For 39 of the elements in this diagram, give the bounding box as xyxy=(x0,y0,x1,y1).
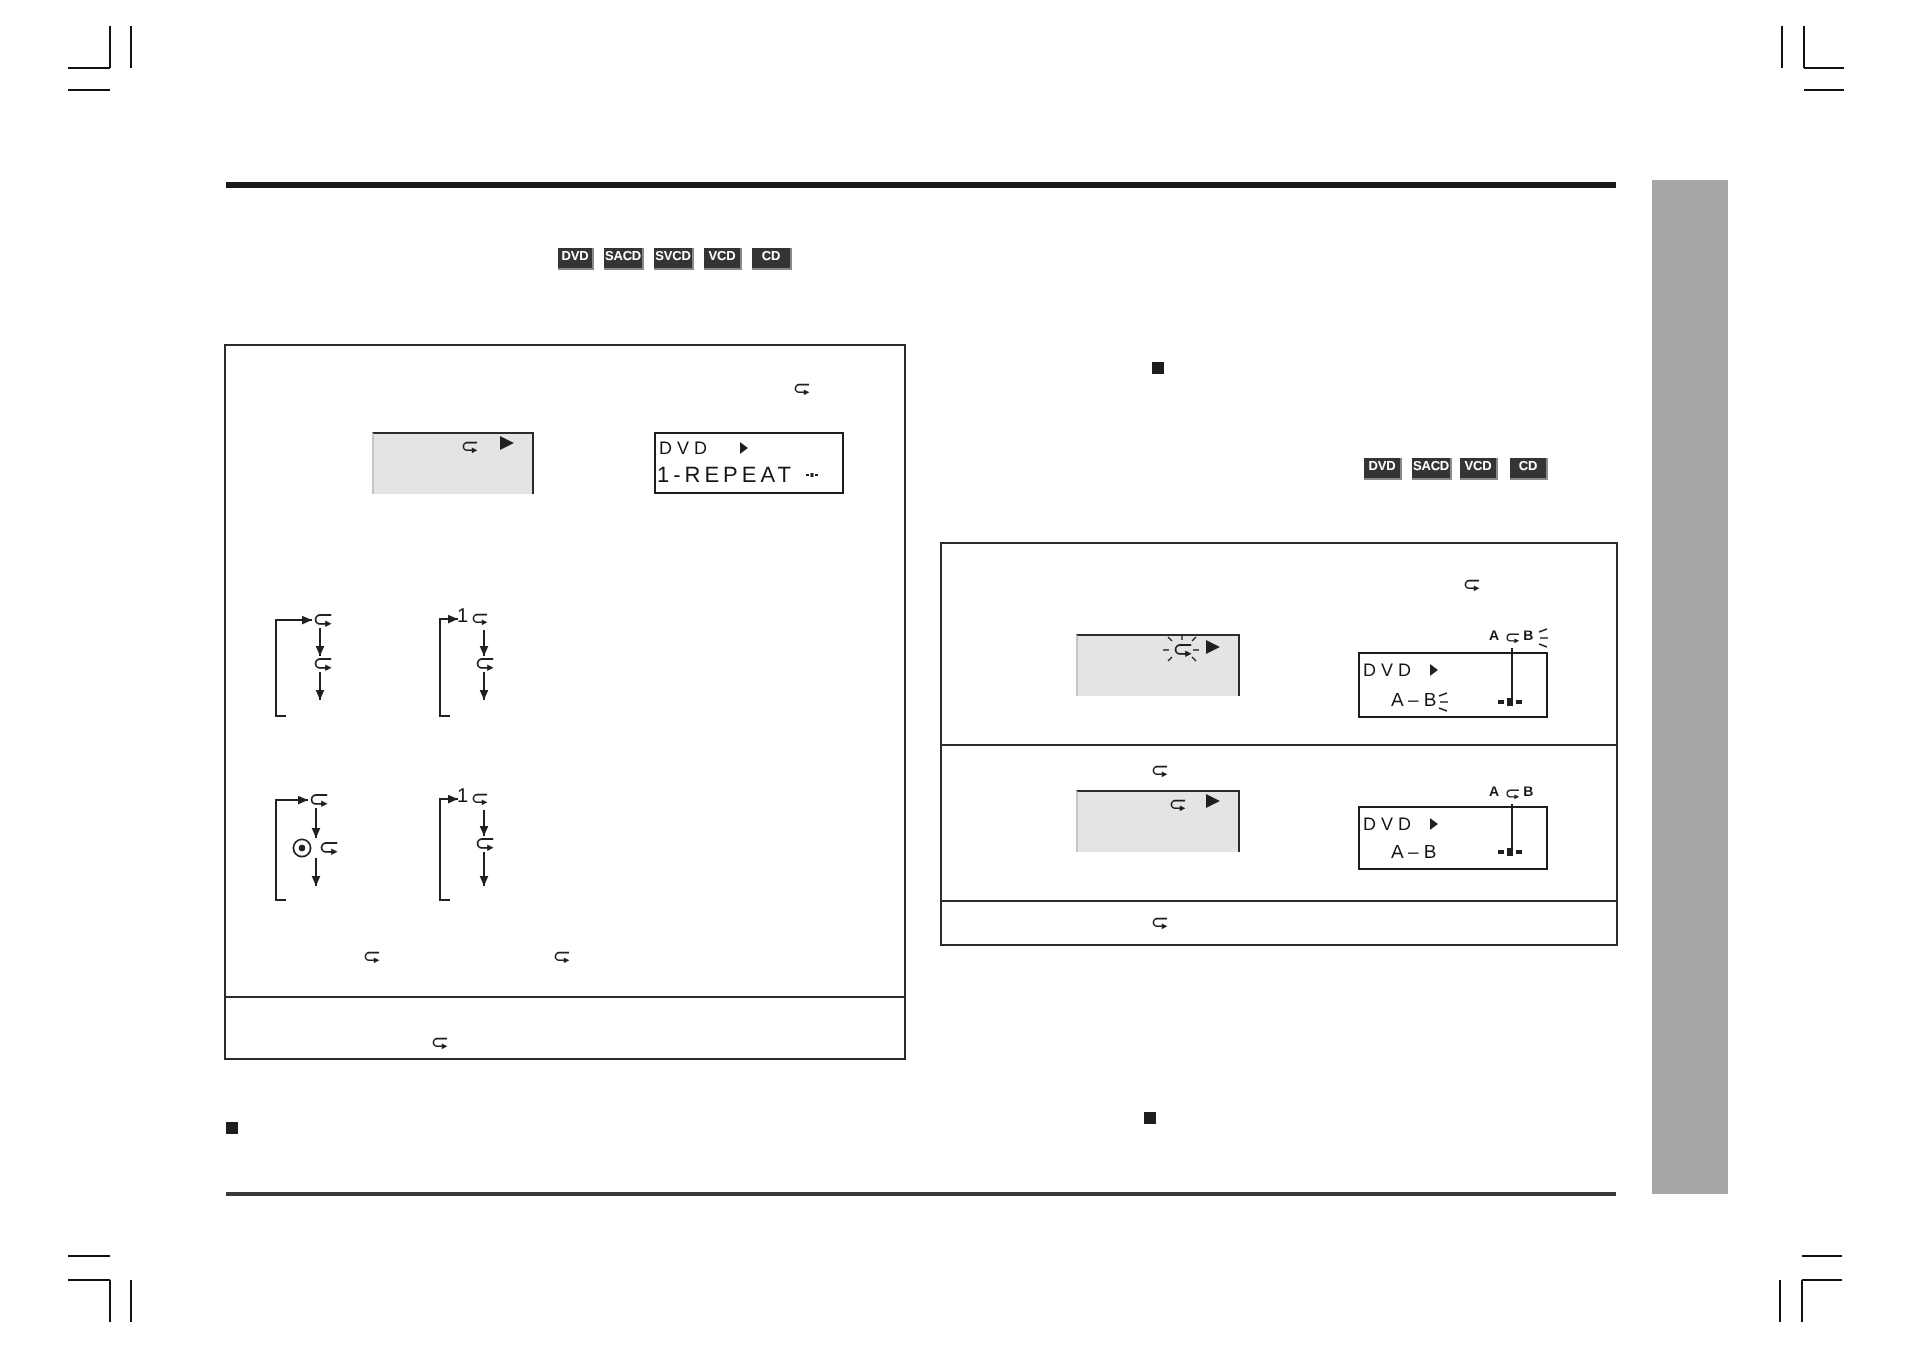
loop-arrow xyxy=(439,614,459,717)
arrow xyxy=(479,629,489,657)
arrow xyxy=(311,807,321,839)
lcd-display xyxy=(1357,651,1547,717)
display-text: DVD xyxy=(659,439,713,457)
leader-line xyxy=(1511,647,1513,701)
panel-frame xyxy=(224,344,906,1060)
display-text: A – B xyxy=(1391,843,1437,862)
repeat-icon xyxy=(473,655,493,671)
display-text: DVD xyxy=(1363,815,1417,833)
display-panel xyxy=(371,431,533,493)
side-tab xyxy=(1652,180,1728,1194)
arrow xyxy=(311,857,321,887)
leader-line xyxy=(1511,803,1513,851)
indicator-icon xyxy=(1498,698,1522,706)
display-panel xyxy=(1075,789,1239,851)
display-text: 1-REPEAT xyxy=(657,465,795,487)
indicator-icon xyxy=(1498,848,1522,856)
disc-repeat-icon xyxy=(291,837,337,857)
arrow xyxy=(479,671,489,701)
repeat-icon xyxy=(307,791,327,807)
display-panel xyxy=(1075,633,1239,695)
arrow xyxy=(315,627,325,657)
loop-arrow xyxy=(439,794,459,901)
step-number: 1 xyxy=(457,608,469,628)
step-number: 1 xyxy=(457,788,469,808)
lcd-display xyxy=(653,431,843,493)
arrow xyxy=(479,809,489,837)
repeat-icon xyxy=(473,835,493,851)
arrow xyxy=(315,671,325,701)
arrow xyxy=(479,851,489,887)
display-text: DVD xyxy=(1363,661,1417,679)
repeat-icon xyxy=(311,655,331,671)
lcd-display xyxy=(1357,805,1547,869)
loop-arrow xyxy=(275,795,309,901)
display-text: A – B xyxy=(1391,691,1437,711)
panel-frame xyxy=(940,542,1618,946)
loop-arrow xyxy=(275,615,313,717)
repeat-icon xyxy=(311,611,331,627)
